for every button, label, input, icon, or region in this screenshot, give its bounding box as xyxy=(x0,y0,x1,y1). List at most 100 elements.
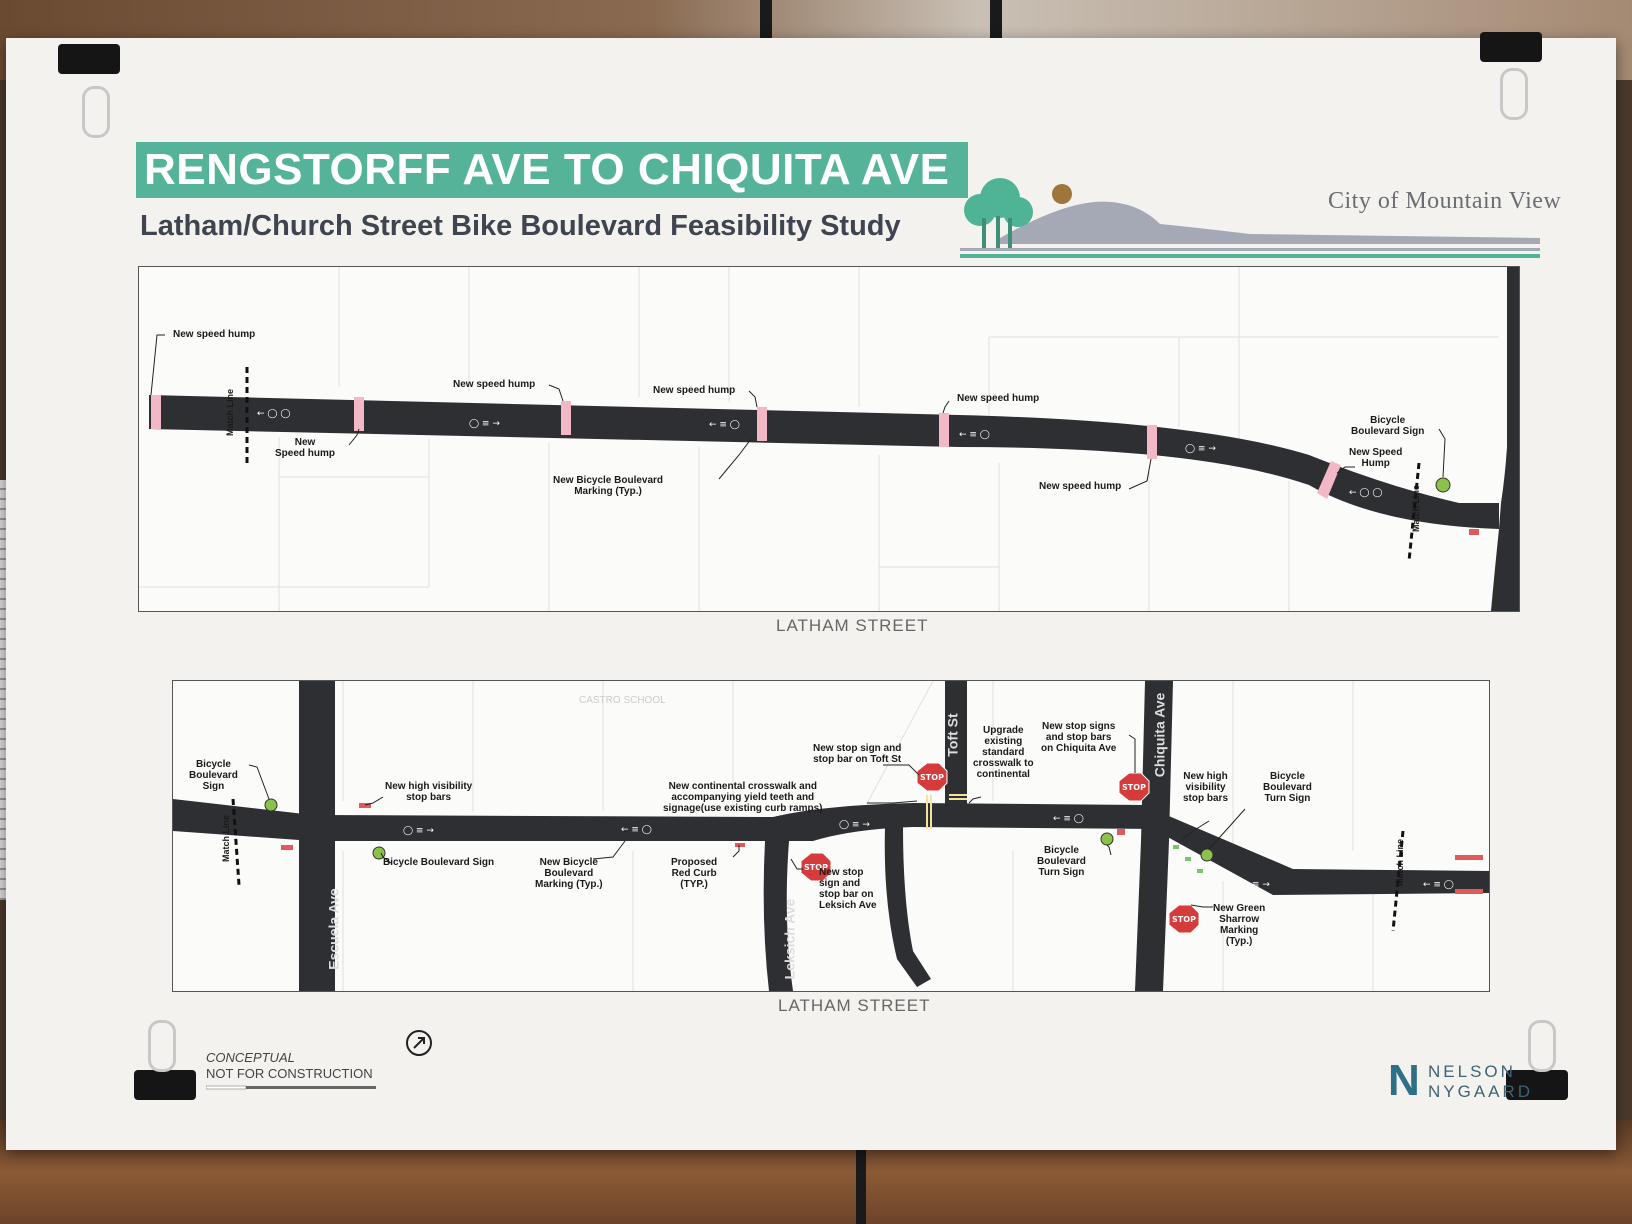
chiquita-ave-road xyxy=(1135,681,1173,991)
annotation-hump-4: New speed hump xyxy=(653,385,736,396)
binder-clip-top-left xyxy=(58,44,120,74)
annotation-hump-6: New speed hump xyxy=(1039,481,1122,492)
page-title: RENGSTORFF AVE TO CHIQUITA AVE xyxy=(136,142,968,198)
annotation-hump-5: New speed hump xyxy=(957,393,1040,404)
svg-text:← ≡ ◯: ← ≡ ◯ xyxy=(621,825,652,835)
annotation-sign-left: Bicycle Boulevard Sign xyxy=(189,759,238,792)
match-line-right xyxy=(1407,462,1421,562)
svg-text:STOP: STOP xyxy=(920,773,944,782)
svg-text:STOP: STOP xyxy=(804,863,828,872)
scale-bar xyxy=(206,1085,376,1090)
annotation-hump-7: New Speed Hump xyxy=(1349,447,1403,469)
svg-text:◯ ≡ →: ◯ ≡ → xyxy=(1185,444,1216,454)
annotation-bike-marking: New Bicycle Boulevard Marking (Typ.) xyxy=(535,857,603,890)
annotation-red-curb: Proposed Red Curb (TYP.) xyxy=(671,857,718,890)
annotation-upgrade-crosswalk: Upgrade existing standard crosswalk to c… xyxy=(973,725,1034,780)
svg-text:◯ ≡ →: ◯ ≡ → xyxy=(469,419,500,429)
match-line-label-right: Match Line xyxy=(1395,838,1406,887)
top-map-drawing: ← ◯ ◯ ◯ ≡ → ← ≡ ◯ ← ≡ ◯ ◯ ≡ → ← ◯ ◯ xyxy=(139,267,1519,611)
chiquita-ave-label: Chiquita Ave xyxy=(1151,692,1168,778)
stop-sign-leksich-icon xyxy=(800,852,832,882)
stop-sign-labels: STOP STOP STOP STOP xyxy=(804,773,1196,924)
annotation-bike-sign: Bicycle Boulevard Sign xyxy=(1351,415,1425,437)
bike-boulevard-sign-icon xyxy=(264,798,278,812)
lane-markings: ← ◯ ◯ ◯ ≡ → ← ≡ ◯ ← ≡ ◯ ◯ ≡ → ← ◯ ◯ xyxy=(257,409,1382,498)
latham-street-road xyxy=(149,395,1499,529)
green-sharrow-markings xyxy=(1173,845,1203,873)
tree-icon xyxy=(964,178,1033,248)
toft-st-road xyxy=(945,681,967,805)
side-street-road xyxy=(884,827,931,987)
leksich-ave-road xyxy=(763,841,793,991)
annotation-hump-1: New speed hump xyxy=(173,329,256,340)
binder-clip-bottom-right xyxy=(1506,1070,1568,1100)
binder-clip-wire xyxy=(1528,1020,1556,1072)
north-arrow-icon xyxy=(406,1030,432,1056)
binder-clip-wire xyxy=(82,86,110,138)
match-line-label-right: Match Line xyxy=(1411,484,1422,533)
conceptual-note-line1: CONCEPTUAL xyxy=(206,1050,295,1065)
bottom-map-street-label: LATHAM STREET xyxy=(778,996,931,1015)
top-map-street-label: LATHAM STREET xyxy=(776,616,929,635)
parcel-lines xyxy=(342,681,1374,991)
speed-humps xyxy=(151,395,1341,499)
svg-text:← ◯ ◯: ← ◯ ◯ xyxy=(257,409,290,419)
city-logo-text: City of Mountain View xyxy=(1328,188,1562,214)
annotation-turn-sign-right: Bicycle Boulevard Turn Sign xyxy=(1263,771,1312,804)
svg-text:← ≡ ◯: ← ≡ ◯ xyxy=(959,430,990,440)
annotation-stop-leksich: New stop sign and stop bar on Leksich Av… xyxy=(819,867,877,911)
svg-text:STOP: STOP xyxy=(1122,783,1146,792)
annotation-bike-marking: New Bicycle Boulevard Marking (Typ.) xyxy=(553,475,664,497)
binder-clip-top-right xyxy=(1480,32,1542,62)
bike-boulevard-turn-sign-icon xyxy=(1200,848,1214,862)
stop-sign-toft-icon xyxy=(916,762,948,792)
stop-sign-chiquita-icon xyxy=(1118,772,1150,802)
annotation-stop-bars-right: New high visibility stop bars xyxy=(1183,771,1229,804)
svg-text:← ≡ ◯: ← ≡ ◯ xyxy=(1423,880,1454,890)
match-line-label-left: Match Line xyxy=(221,814,232,863)
svg-text:← ≡ ◯: ← ≡ ◯ xyxy=(709,420,740,430)
annotation-crosswalk: New continental crosswalk and accompanyi… xyxy=(663,781,823,814)
sun-icon xyxy=(1052,184,1072,204)
easel-top-2 xyxy=(990,0,1002,40)
binder-clip-bottom-left xyxy=(134,1070,196,1100)
top-map-frame: ← ◯ ◯ ◯ ≡ → ← ≡ ◯ ← ≡ ◯ ◯ ≡ → ← ◯ ◯ xyxy=(138,266,1520,612)
escuela-ave-label: Escuela Ave xyxy=(325,888,342,970)
stop-bars xyxy=(281,803,1483,894)
nelson-nygaard-logo-line2: NYGAARD xyxy=(1428,1082,1534,1101)
binder-clip-wire xyxy=(1500,68,1528,120)
svg-text:◯ ≡ →: ◯ ≡ → xyxy=(839,820,870,830)
annotation-turn-sign-left: Bicycle Boulevard Turn Sign xyxy=(1037,845,1086,878)
svg-text:◯ ≡ →: ◯ ≡ → xyxy=(1239,880,1270,890)
poster-board: RENGSTORFF AVE TO CHIQUITA AVE Latham/Ch… xyxy=(6,32,1616,1150)
annotation-hump-2: New Speed hump xyxy=(275,437,336,459)
bottom-map-frame: ◯ ≡ → ← ≡ ◯ ◯ ≡ → ← ≡ ◯ ◯ ≡ → ← ≡ ◯ xyxy=(172,680,1490,992)
svg-text:← ≡ ◯: ← ≡ ◯ xyxy=(1053,814,1084,824)
match-line-label-left: Match Line xyxy=(225,388,236,437)
annotation-hump-3: New speed hump xyxy=(453,379,536,390)
nelson-nygaard-logo-mark: N xyxy=(1388,1056,1420,1105)
svg-text:← ◯ ◯: ← ◯ ◯ xyxy=(1349,488,1382,498)
school-label: CASTRO SCHOOL xyxy=(579,695,666,706)
logo-rule-green xyxy=(960,254,1540,258)
bottom-map-drawing: ◯ ≡ → ← ≡ ◯ ◯ ≡ → ← ≡ ◯ ◯ ≡ → ← ≡ ◯ xyxy=(173,681,1489,991)
annotation-green-sharrow: New Green Sharrow Marking (Typ.) xyxy=(1213,903,1266,947)
svg-text:STOP: STOP xyxy=(1172,915,1196,924)
continental-crosswalks xyxy=(926,794,967,829)
svg-text:◯ ≡ →: ◯ ≡ → xyxy=(403,826,434,836)
bike-boulevard-sign-icon xyxy=(1435,477,1451,493)
lane-markings: ◯ ≡ → ← ≡ ◯ ◯ ≡ → ← ≡ ◯ ◯ ≡ → ← ≡ ◯ xyxy=(403,814,1454,890)
match-line-left xyxy=(231,798,241,886)
logo-rule-grey xyxy=(960,248,1540,251)
annotation-stop-bars-left: New high visibility stop bars xyxy=(385,781,473,803)
bike-boulevard-turn-sign-icon xyxy=(1100,832,1114,846)
nelson-nygaard-logo-line1: NELSON xyxy=(1428,1062,1516,1081)
stop-sign-chiquita-south-icon xyxy=(1168,904,1200,934)
match-line-right xyxy=(1391,830,1405,932)
city-logo-graphic xyxy=(960,178,1540,258)
parcel-lines xyxy=(139,267,1499,611)
binder-clip-wire xyxy=(148,1020,176,1072)
page-subtitle: Latham/Church Street Bike Boulevard Feas… xyxy=(140,210,901,242)
leader-lines xyxy=(248,734,1246,908)
easel-top xyxy=(760,0,772,40)
